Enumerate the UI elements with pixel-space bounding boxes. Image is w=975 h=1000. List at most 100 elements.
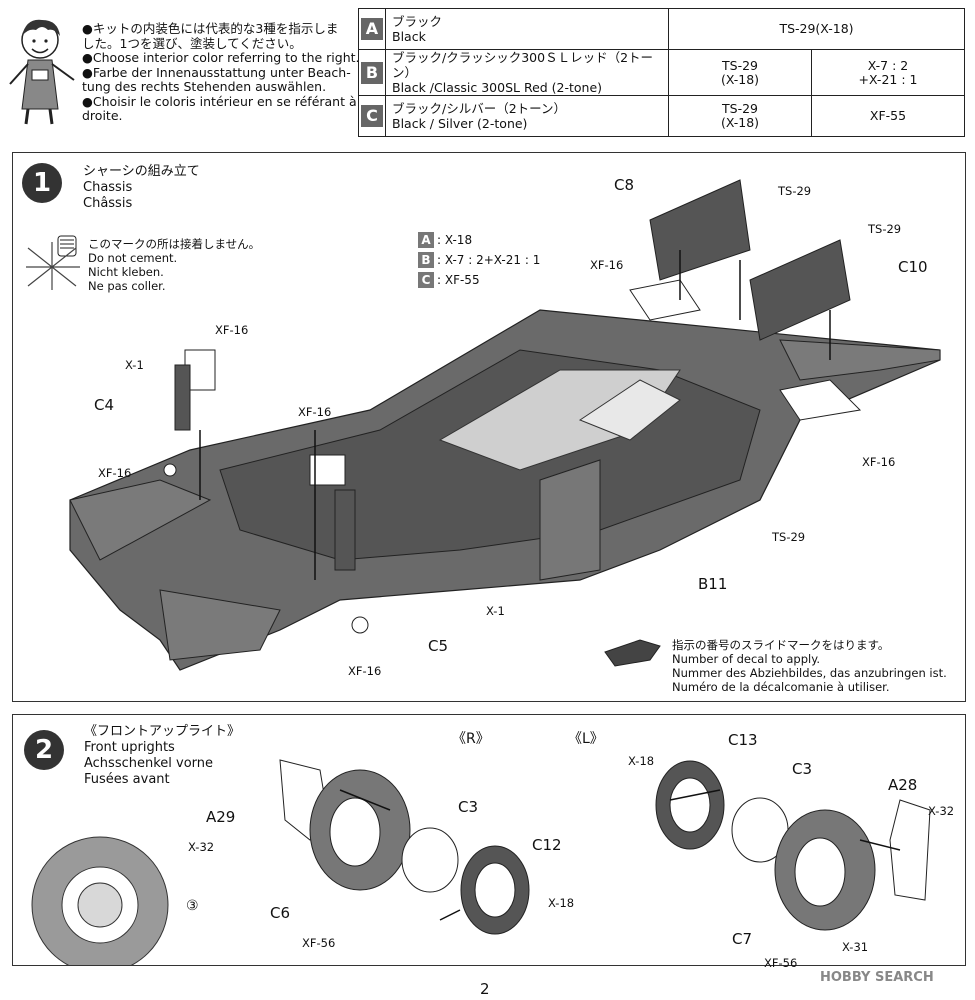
decal-de: Nummer des Abziehbildes, das anzubringen…	[672, 666, 947, 680]
label-c7: C7	[732, 930, 753, 948]
label-xf16: XF-16	[298, 405, 332, 419]
color-row-b: B ブラック/クラッシック300ＳＬレッド（2トーン）Black /Classi…	[358, 49, 965, 96]
key-a-badge: A	[418, 232, 434, 248]
key-row-b: B: X-7 : 2+X-21 : 1	[418, 250, 540, 270]
label-xf56: XF-56	[302, 936, 336, 950]
color-name-en: Black /Classic 300SL Red (2-tone)	[392, 80, 603, 95]
key-row-a: A: X-18	[418, 230, 540, 250]
step-title-en: Chassis	[83, 180, 133, 195]
color-name-en: Black / Silver (2-tone)	[392, 116, 528, 131]
watermark: HOBBY SEARCH	[820, 970, 934, 985]
label-xf16: XF-16	[348, 664, 382, 678]
label-ts29: TS-29	[772, 530, 806, 544]
label-c3: C3	[458, 798, 479, 816]
color-value: TS-29	[722, 101, 758, 116]
intro-line: droite.	[82, 108, 123, 123]
step1-number: 1	[22, 163, 62, 203]
label-x31: X-31	[842, 940, 869, 954]
label-c10: C10	[898, 258, 928, 276]
label-x32: X-32	[928, 804, 955, 818]
color-value: X-7 : 2	[867, 57, 909, 73]
step-title-en: Front uprights	[84, 740, 175, 755]
key-a-value: : X-18	[437, 233, 473, 247]
decal-ja: 指示の番号のスライドマークをはります。	[672, 638, 890, 652]
ref-step-3: ③	[186, 898, 199, 914]
intro-line: ●Choose interior color referring to the …	[82, 50, 360, 65]
intro-text: ●キットの内装色には代表的な3種を指示しま した。1つを選び、塗装してください。…	[82, 21, 362, 124]
label-x18: X-18	[628, 754, 655, 768]
color-key-legend: A: X-18 B: X-7 : 2+X-21 : 1 C: XF-55	[418, 230, 540, 290]
color-name-ja: ブラック/シルバー（2トーン）	[392, 101, 567, 116]
color-value: (X-18)	[720, 71, 760, 87]
step-title-de: Achsschenkel vorne	[84, 756, 214, 771]
seat-c10	[749, 239, 851, 341]
label-xf16: XF-16	[215, 323, 249, 337]
label-c12: C12	[532, 836, 562, 854]
color-name-ja: ブラック/クラッシック300ＳＬレッド（2トーン）	[392, 50, 654, 80]
intro-line: した。1つを選び、塗装してください。	[82, 35, 302, 51]
intro-line: tung des rechts Stehenden auswählen.	[82, 79, 327, 94]
key-b-value: : X-7 : 2+X-21 : 1	[437, 253, 541, 267]
note-de: Nicht kleben.	[88, 265, 164, 279]
step2-panel	[12, 714, 966, 966]
label-c3: C3	[792, 760, 813, 778]
color-value: +X-21 : 1	[858, 71, 918, 87]
label-xf16: XF-16	[590, 258, 624, 272]
do-not-cement-icon	[26, 235, 80, 290]
color-value: TS-29	[722, 57, 758, 73]
label-c5: C5	[428, 637, 449, 655]
intro-line: ●キットの内装色には代表的な3種を指示しま	[82, 21, 339, 36]
label-xf56: XF-56	[764, 956, 798, 970]
color-row-c: C ブラック/シルバー（2トーン）Black / Silver (2-tone)…	[358, 95, 965, 137]
page-number: 2	[480, 980, 490, 998]
label-xf16: XF-16	[862, 455, 896, 469]
color-key-b: B	[361, 61, 383, 84]
step1-title: シャーシの組み立て Chassis Châssis	[83, 164, 200, 212]
step-title-fr: Fusées avant	[84, 772, 170, 787]
cement-note: このマークの所は接着しません。 Do not cement. Nicht kle…	[88, 237, 260, 293]
note-en: Do not cement.	[88, 251, 178, 265]
color-value: TS-29(X-18)	[668, 8, 965, 50]
step2-title: 《フロントアップライト》 Front uprights Achsschenkel…	[84, 724, 240, 788]
note-ja: このマークの所は接着しません。	[88, 237, 261, 251]
label-x1: X-1	[125, 358, 144, 372]
label-a29: A29	[206, 808, 236, 826]
key-b-badge: B	[418, 252, 434, 268]
label-b11: B11	[698, 575, 728, 593]
intro-line: ●Farbe der Innenausstattung unter Beach-	[82, 64, 351, 80]
label-xf16: XF-16	[98, 466, 132, 480]
label-a28: A28	[888, 776, 918, 794]
step-title-fr: Châssis	[83, 196, 133, 211]
color-key-c: C	[361, 105, 383, 127]
color-value: XF-55	[811, 95, 965, 137]
label-x32: X-32	[188, 840, 215, 854]
upright-diagram	[31, 759, 931, 965]
key-c-value: : XF-55	[437, 273, 480, 287]
label-c6: C6	[270, 904, 291, 922]
left-side-label: 《L》	[568, 731, 604, 747]
intro-line: ●Choisir le coloris intérieur en se réfé…	[82, 93, 357, 109]
decal-fr: Numéro de la décalcomanie à utiliser.	[672, 680, 890, 694]
step-title-ja: シャーシの組み立て	[83, 164, 200, 179]
color-name-ja: ブラック	[392, 14, 443, 29]
color-name-en: Black	[392, 29, 426, 44]
decal-note: 指示の番号のスライドマークをはります。 Number of decal to a…	[672, 638, 947, 694]
step2-number: 2	[24, 730, 64, 770]
color-key-a: A	[361, 18, 383, 40]
label-c13: C13	[728, 731, 758, 749]
label-x1: X-1	[486, 604, 505, 618]
key-row-c: C: XF-55	[418, 270, 540, 290]
chassis-diagram	[69, 179, 941, 671]
step-title-ja: 《フロントアップライト》	[84, 724, 241, 739]
mascot-illustration	[9, 19, 75, 125]
label-x18: X-18	[548, 896, 575, 910]
decal-en: Number of decal to apply.	[672, 652, 821, 666]
label-ts29: TS-29	[868, 222, 902, 236]
key-c-badge: C	[418, 272, 434, 288]
label-c8: C8	[614, 176, 635, 194]
right-side-label: 《R》	[452, 731, 490, 747]
label-c4: C4	[94, 396, 115, 414]
color-value: (X-18)	[720, 115, 760, 130]
